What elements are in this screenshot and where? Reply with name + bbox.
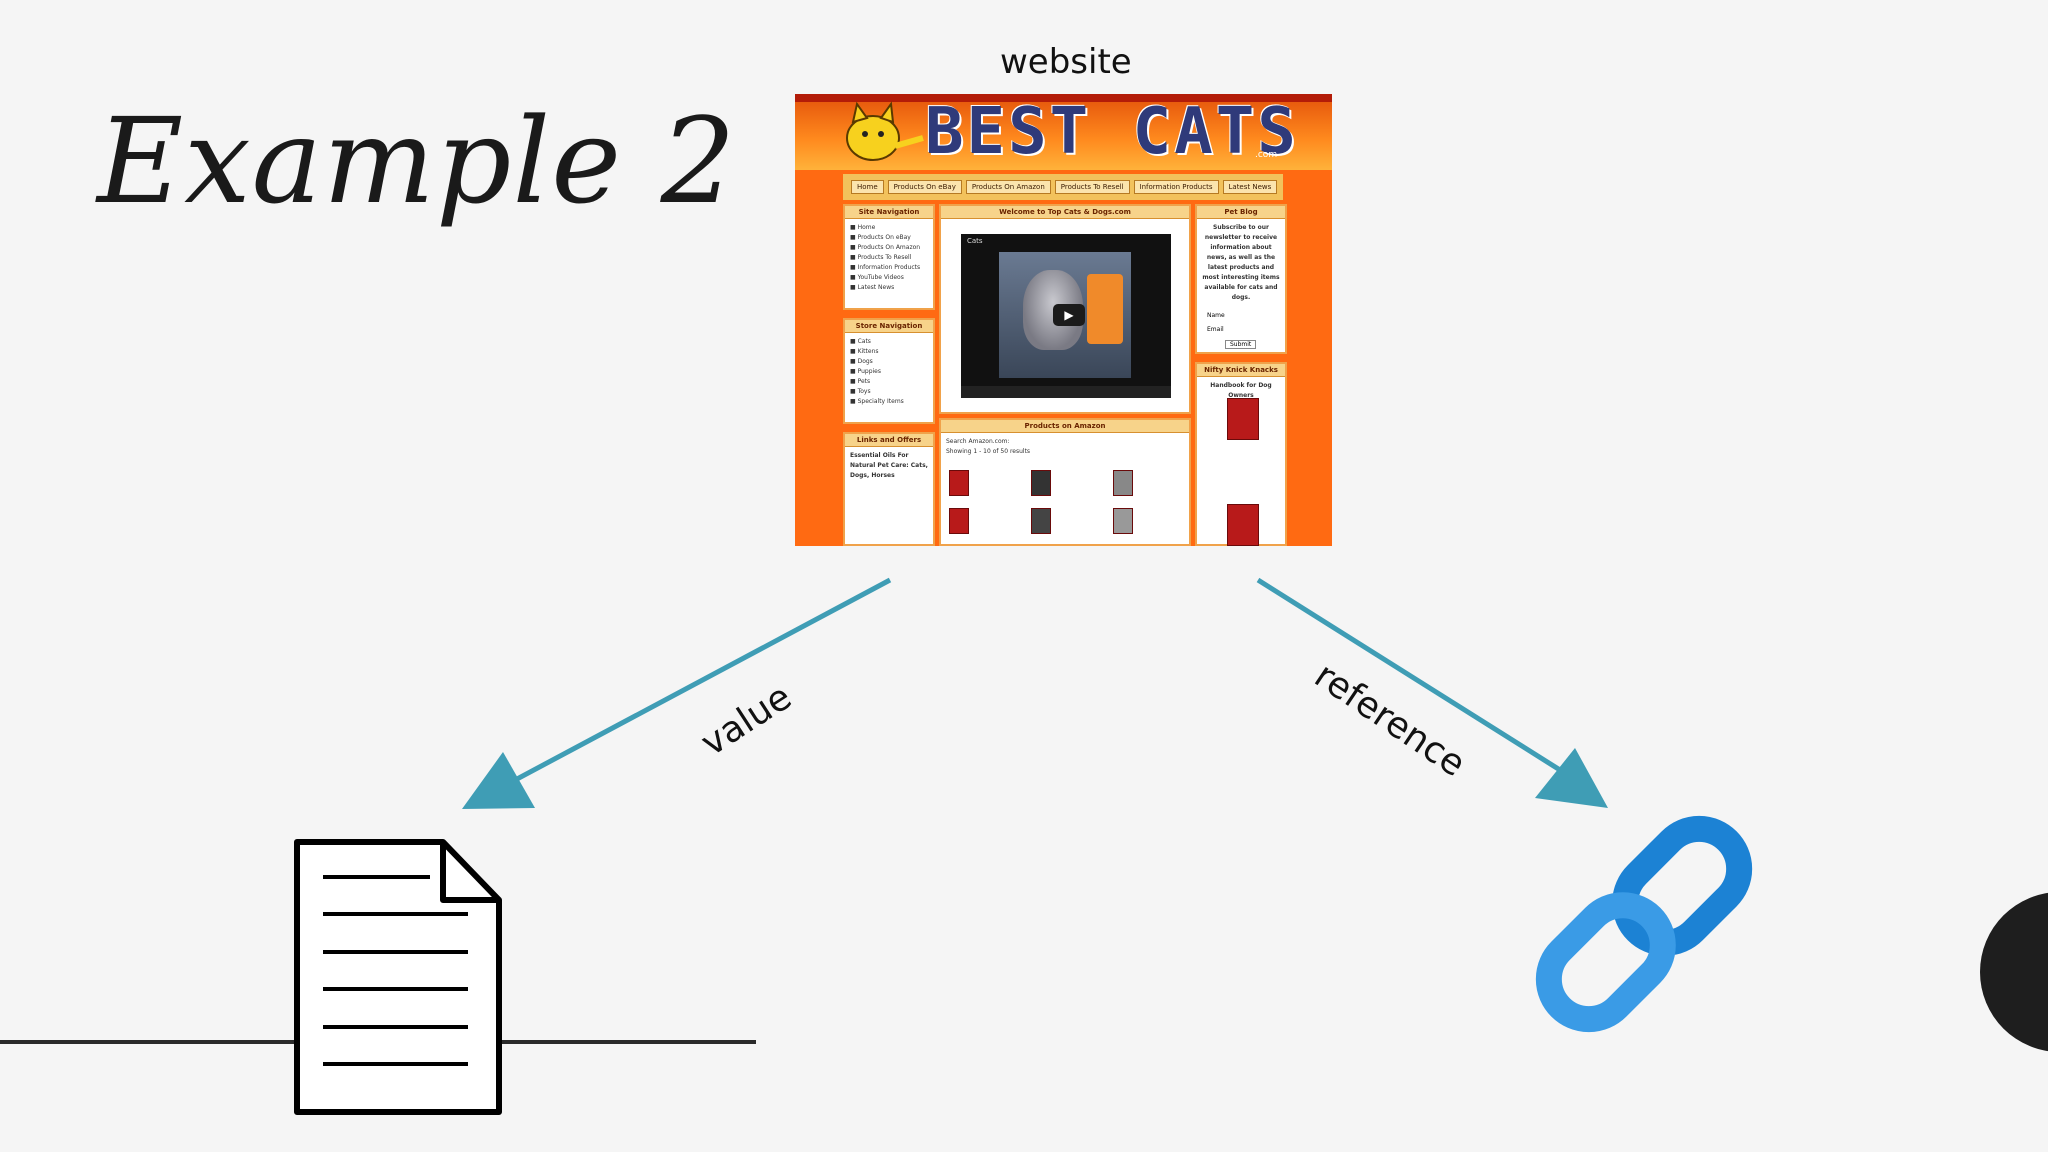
link-icon: [1532, 812, 1755, 1035]
reference-arrowhead: [1535, 748, 1608, 808]
document-icon: [297, 842, 499, 1112]
slide-decoration-circle: [1980, 892, 2048, 1052]
value-arrow: [502, 580, 890, 787]
value-arrowhead: [462, 752, 535, 809]
